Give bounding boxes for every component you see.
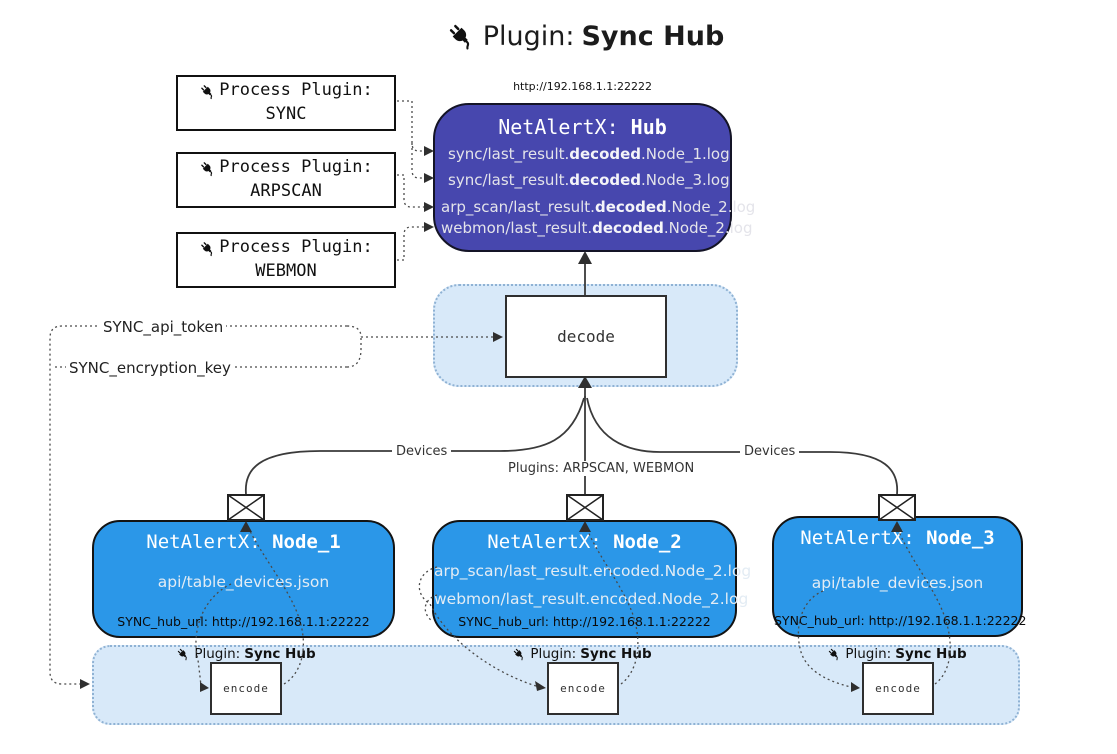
hub-log-line: sync/last_result.decoded.Node_1.log [448, 145, 730, 163]
envelope-icon [878, 494, 916, 521]
node-file: api/table_devices.json [811, 574, 984, 592]
encode-box: encode [210, 662, 282, 715]
process-plugin-sync: Process Plugin: SYNC [176, 75, 396, 131]
hub-log-line: sync/last_result.decoded.Node_3.log [448, 171, 730, 189]
node-file: arp_scan/last_result.encoded.Node_2.log [434, 562, 752, 580]
title-label: Plugin: [482, 20, 575, 52]
hub-title-label: NetAlertX: [498, 115, 619, 139]
node-file: api/table_devices.json [157, 573, 330, 591]
hub-log-line: webmon/last_result.decoded.Node_2.log [441, 219, 753, 237]
setting-sync-api-token: SYNC_api_token [100, 318, 227, 336]
process-plugin-webmon: Process Plugin: WEBMON [176, 232, 396, 288]
node-title: NetAlertX: Node_2 [487, 531, 682, 553]
encode-plugin-label: Plugin:Sync Hub [171, 646, 321, 662]
node-3-box: NetAlertX: Node_3 api/table_devices.json… [772, 516, 1027, 637]
edge-label-devices-left: Devices [392, 444, 452, 459]
node-2-box: NetAlertX: Node_2 arp_scan/last_result.e… [432, 520, 752, 638]
plug-icon [199, 240, 216, 257]
edge-arpscan-to-hub [397, 174, 424, 208]
encode-plugin-label: Plugin:Sync Hub [822, 646, 972, 662]
envelope-icon [227, 494, 265, 521]
encode-box: encode [862, 662, 934, 715]
plug-icon [827, 647, 841, 661]
node-hub-url: SYNC_hub_url: http://192.168.1.1:22222 [774, 613, 1027, 628]
process-plugin-name: ARPSCAN [250, 181, 322, 201]
hub-log-line: arp_scan/last_result.decoded.Node_2.log [441, 198, 756, 216]
process-plugin-label: Process Plugin: [219, 157, 373, 178]
encode-plugin-label: Plugin:Sync Hub [507, 646, 657, 662]
hub-title: NetAlertX: Hub [435, 115, 730, 139]
node-hub-url: SYNC_hub_url: http://192.168.1.1:22222 [117, 614, 370, 629]
setting-sync-encryption-key: SYNC_encryption_key [66, 359, 234, 377]
envelope-icon [566, 494, 604, 521]
process-plugin-label: Process Plugin: [219, 80, 373, 101]
page-title: Plugin: Sync Hub [420, 14, 750, 58]
decode-box: decode [505, 295, 667, 378]
title-name: Sync Hub [581, 20, 725, 52]
plug-icon [512, 647, 526, 661]
plug-icon [199, 160, 216, 177]
hub-url-label: http://192.168.1.1:22222 [513, 80, 652, 93]
node-hub-url: SYNC_hub_url: http://192.168.1.1:22222 [458, 614, 711, 629]
process-plugin-name: SYNC [265, 104, 307, 124]
node-1-box: NetAlertX: Node_1 api/table_devices.json… [92, 520, 395, 638]
edge-label-plugins-mid: Plugins: ARPSCAN, WEBMON [504, 461, 699, 476]
process-plugin-name: WEBMON [255, 261, 317, 281]
hub-title-name: Hub [630, 115, 667, 139]
node-title: NetAlertX: Node_3 [800, 527, 995, 549]
plug-icon [176, 647, 190, 661]
plug-icon [199, 83, 216, 100]
node-file: webmon/last_result.encoded.Node_2.log [434, 590, 749, 608]
node-title: NetAlertX: Node_1 [146, 531, 341, 553]
process-plugin-arpscan: Process Plugin: ARPSCAN [176, 152, 396, 208]
process-plugin-label: Process Plugin: [219, 237, 373, 258]
edge-webmon-to-hub [397, 226, 424, 261]
plug-icon [446, 21, 476, 51]
edge-sync-to-hub [397, 100, 424, 152]
encode-box: encode [547, 662, 619, 715]
edge-label-devices-right: Devices [740, 444, 800, 459]
hub-box: NetAlertX: Hub sync/last_result.decoded.… [433, 103, 755, 252]
